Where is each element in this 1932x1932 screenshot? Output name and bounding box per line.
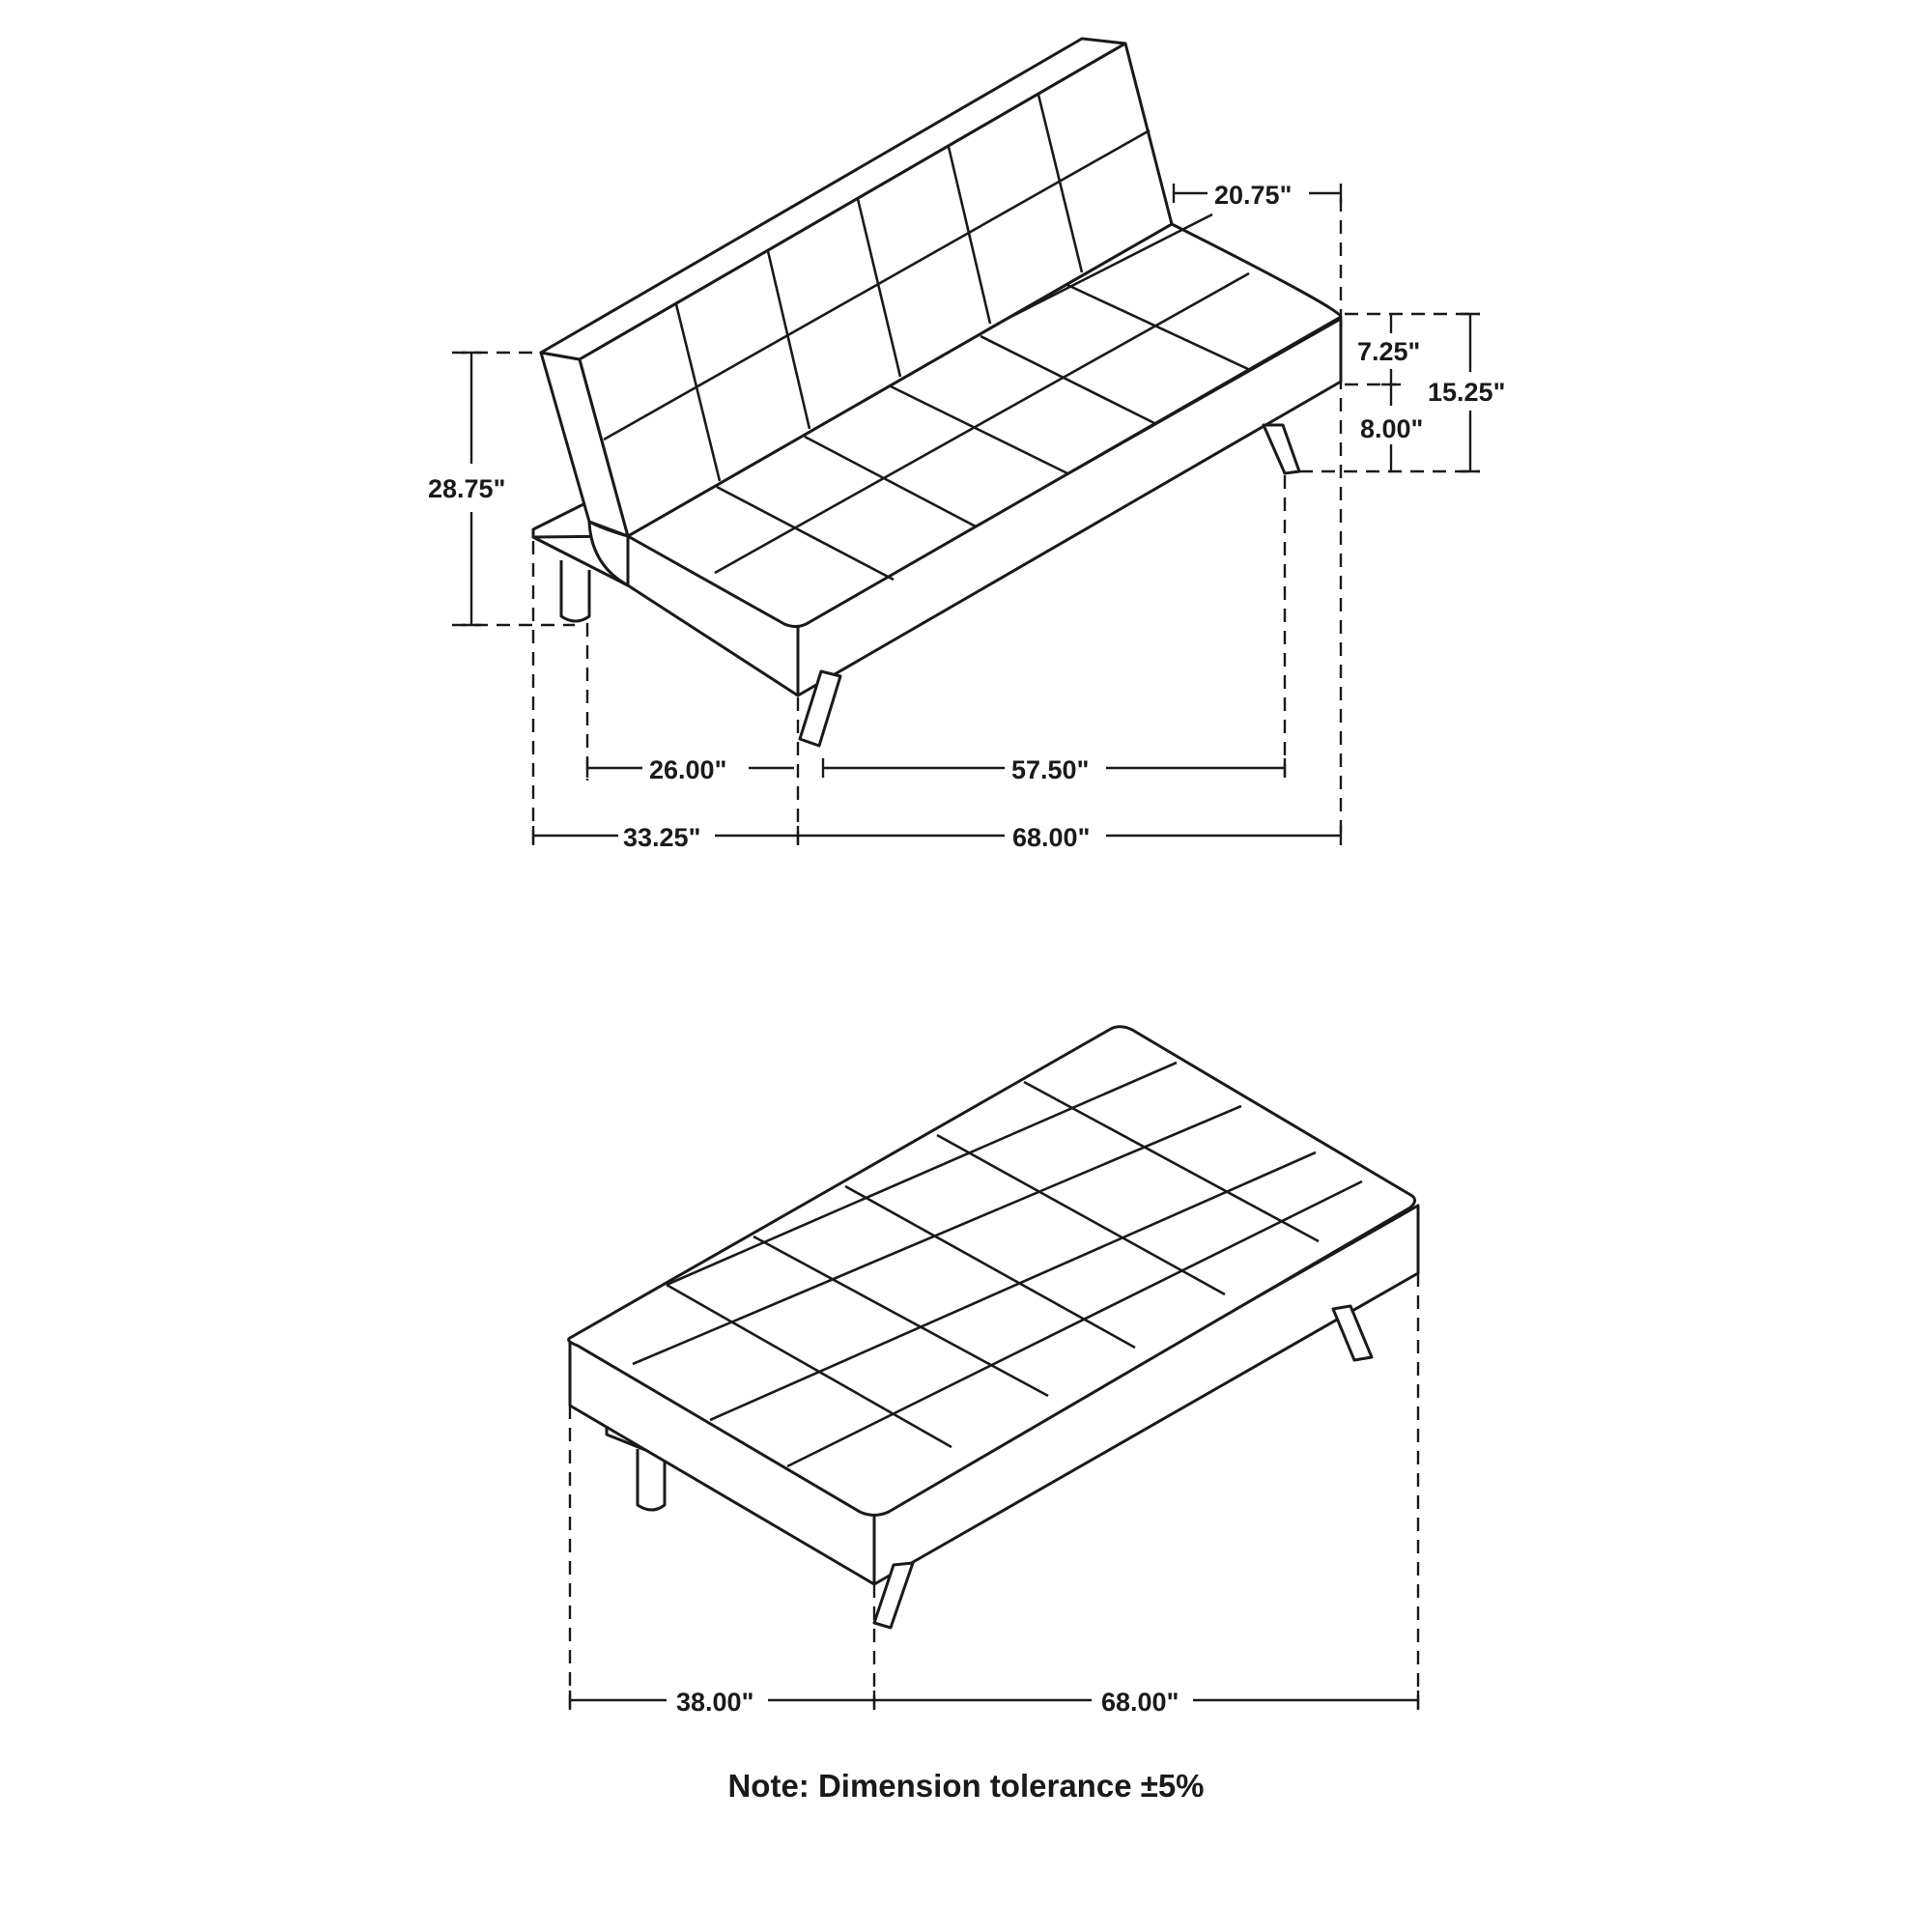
dim-38-00: 38.00" [568, 1688, 874, 1717]
bed-left-leg [636, 1449, 667, 1512]
sofa-right-leg [1262, 423, 1301, 475]
tolerance-note: Note: Dimension tolerance ±5% [727, 1768, 1205, 1804]
dim-label-28-75: 28.75" [428, 474, 505, 503]
dim-seat-heights: 7.25" 8.00" 15.25" [1299, 312, 1505, 473]
dim-28-75: 28.75" [428, 351, 575, 627]
bed-top-tufting [632, 1061, 1363, 1468]
dim-label-68-00-top: 68.00" [1012, 823, 1090, 852]
sofa-view: 20.75" 7.25" 8.00" 15.25" [428, 37, 1505, 852]
dim-label-7-25: 7.25" [1357, 337, 1420, 366]
bed-right-leg [1331, 1304, 1374, 1362]
bed-front-leg [872, 1561, 915, 1630]
bed-top [567, 1025, 1417, 1517]
dim-label-20-75: 20.75" [1214, 181, 1292, 210]
sofa-backrest-front [578, 42, 1174, 538]
dim-label-38-00: 38.00" [676, 1688, 753, 1717]
dim-label-26-00: 26.00" [649, 755, 726, 784]
dim-33-25: 33.25" [531, 823, 798, 852]
sofa-left-leg [559, 560, 591, 623]
dim-label-15-25: 15.25" [1428, 378, 1505, 407]
dim-20-75: 20.75" [1172, 181, 1343, 833]
bed-view: 38.00" 68.00" [567, 1025, 1420, 1717]
sofa-seat-tufting [673, 213, 1250, 582]
dim-57-50: 57.50" [821, 755, 1287, 784]
sofa-back-tufting [603, 94, 1151, 482]
dim-68-00-bottom: 68.00" [872, 1688, 1420, 1717]
dim-label-8-00: 8.00" [1360, 414, 1423, 443]
sofa-front-leg [798, 669, 842, 748]
dim-label-57-50: 57.50" [1011, 755, 1089, 784]
sofa-seat-top [626, 222, 1343, 629]
sofa-backrest-fold [587, 520, 630, 587]
dim-label-33-25: 33.25" [623, 823, 700, 852]
dim-26-00: 26.00" [585, 755, 794, 784]
dim-68-00-top: 68.00" [796, 823, 1343, 852]
dim-label-68-00-bottom: 68.00" [1101, 1688, 1179, 1717]
